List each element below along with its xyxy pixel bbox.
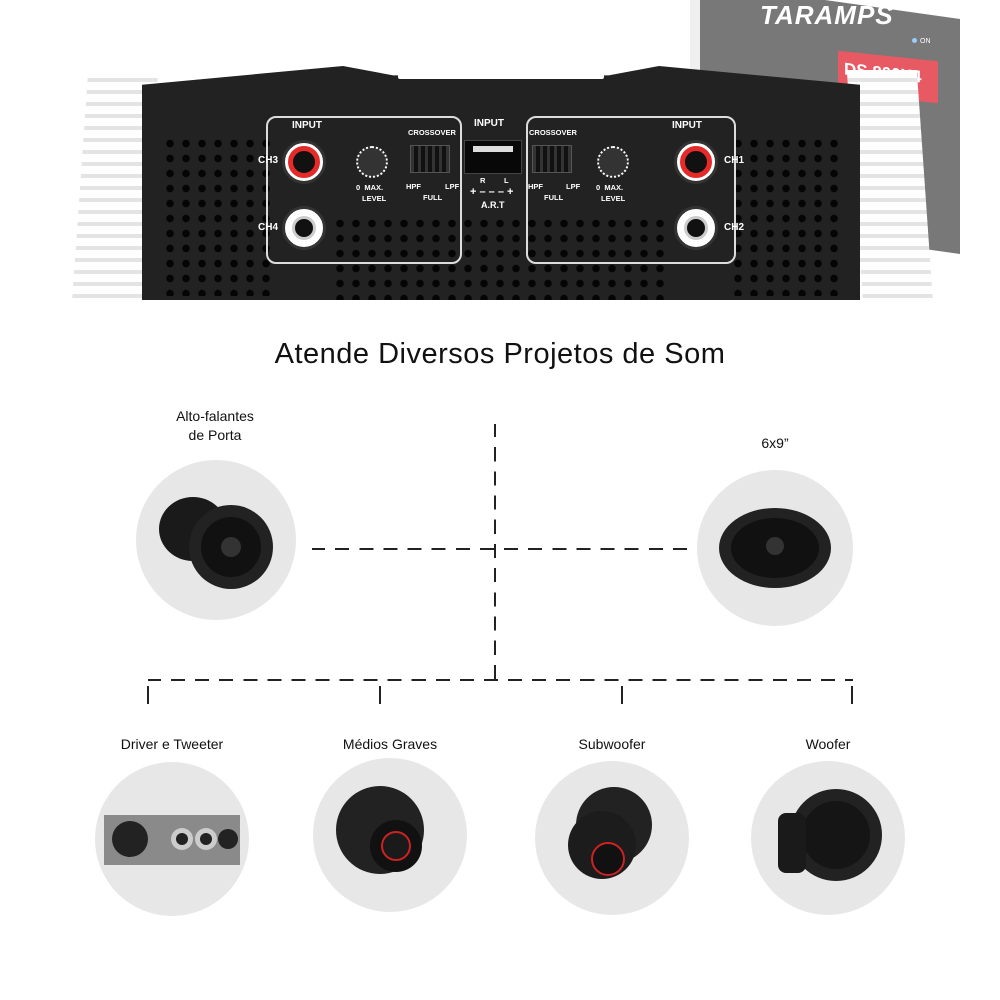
- ch4-label: CH4: [258, 222, 279, 233]
- drop-sub: [621, 686, 623, 704]
- vent-grill-left: [162, 136, 272, 296]
- crossover-label-right: CROSSOVER: [529, 128, 577, 137]
- art-label: A.R.T: [481, 200, 505, 210]
- label-mid-bass: Médios Graves: [342, 736, 438, 752]
- connector-top: [312, 548, 690, 550]
- lpf-right: LPF: [566, 182, 581, 191]
- power-indicator: ON: [912, 38, 931, 45]
- level-label-right: LEVEL: [601, 194, 626, 203]
- level-max-left: MAX.: [364, 183, 384, 192]
- level-knob-left[interactable]: [352, 142, 392, 182]
- art-polarity: + – – – +: [470, 186, 514, 198]
- crossover-switch-right[interactable]: [532, 145, 572, 173]
- input-label-left: INPUT: [292, 120, 322, 131]
- ch3-label: CH3: [258, 155, 279, 166]
- six-by-nine-speaker-image: [697, 470, 853, 626]
- crossover-label-left: CROSSOVER: [408, 128, 456, 137]
- vent-grill-right: [730, 136, 840, 296]
- rca-ch1-jack[interactable]: [674, 140, 718, 184]
- door-speaker-image: [136, 460, 296, 620]
- label-subwoofer: Subwoofer: [578, 736, 646, 752]
- label-driver-tweeter: Driver e Tweeter: [120, 736, 224, 752]
- lpf-left: LPF: [445, 182, 460, 191]
- subwoofer-image: [535, 761, 689, 915]
- level-label-left: LEVEL: [362, 194, 387, 203]
- mid-bass-speaker-image: [313, 758, 467, 912]
- connector-bottom: [148, 679, 853, 681]
- input-label-center: INPUT: [474, 118, 504, 129]
- amplifier-faceplate: [142, 66, 860, 300]
- full-left: FULL: [423, 193, 443, 202]
- driver-tweeter-image: [95, 762, 249, 916]
- brand-logo: TARAMPS: [760, 0, 894, 30]
- top-slot: [398, 74, 604, 79]
- level-min-left: 0: [356, 183, 361, 192]
- drop-driver: [147, 686, 149, 704]
- rca-ch2-jack[interactable]: [674, 206, 718, 250]
- panel-right: [526, 116, 736, 264]
- rca-ch3-jack[interactable]: [282, 140, 326, 184]
- label-6x9: 6x9”: [761, 435, 789, 451]
- ch1-label: CH1: [724, 155, 745, 166]
- level-max-right: MAX.: [604, 183, 624, 192]
- hpf-right: HPF: [528, 182, 543, 191]
- level-min-right: 0: [596, 183, 601, 192]
- section-title: Atende Diversos Projetos de Som: [274, 338, 726, 370]
- connector-vertical: [494, 424, 496, 680]
- woofer-image: [751, 761, 905, 915]
- vent-grill-center: [332, 216, 672, 300]
- label-woofer: Woofer: [805, 736, 851, 752]
- label-door-speakers: Alto-falantes de Porta: [176, 408, 254, 443]
- drop-mid: [379, 686, 381, 704]
- drop-woofer: [851, 686, 853, 704]
- full-right: FULL: [544, 193, 564, 202]
- art-input-connector[interactable]: [464, 140, 522, 174]
- art-r-label: R: [480, 176, 486, 185]
- crossover-switch-left[interactable]: [410, 145, 450, 173]
- hpf-left: HPF: [406, 182, 421, 191]
- panel-left: [266, 116, 462, 264]
- input-label-right: INPUT: [672, 120, 702, 131]
- ch2-label: CH2: [724, 222, 745, 233]
- level-knob-right[interactable]: [593, 142, 633, 182]
- art-l-label: L: [504, 176, 509, 185]
- rca-ch4-jack[interactable]: [282, 206, 326, 250]
